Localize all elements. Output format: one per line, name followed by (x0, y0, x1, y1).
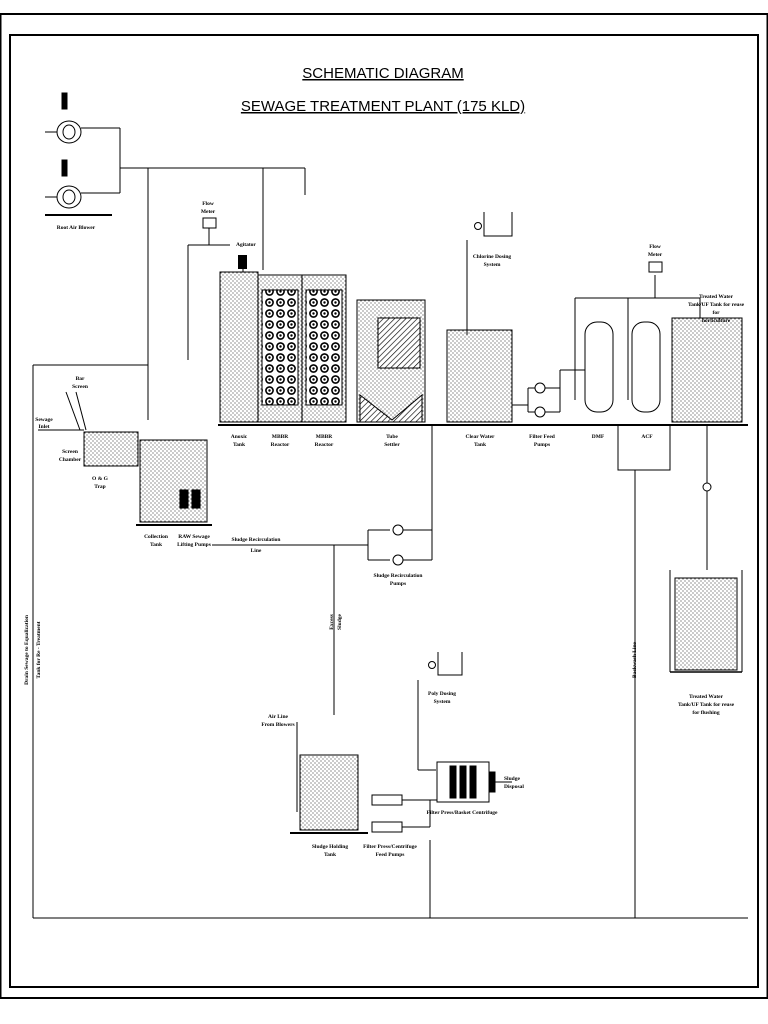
chlorine-label-b: System (484, 262, 501, 268)
blower-label: Root Air Blower (57, 225, 96, 231)
filter-feed-label-b: Pumps (534, 442, 550, 448)
sludge-recirc-line-label-b: Line (251, 548, 262, 554)
treated-tank-top-label-a: Treated Water (699, 294, 734, 300)
anoxic-label-b: Tank (233, 442, 246, 448)
drain-label-a: Drain Sewage to Equalization (24, 615, 30, 685)
clear-water-label-a: Clear Water (466, 434, 496, 440)
flow-meter-2-label-b: Meter (648, 252, 663, 258)
root-air-blowers (45, 92, 306, 216)
sludge-holding-label-b: Tank (324, 852, 337, 858)
sludge-recirc-pumps-label-a: Sludge Recirculation (374, 573, 423, 579)
dmf-acf-vessels (574, 275, 701, 413)
sludge-disposal-label-a: Sludge (504, 776, 520, 782)
filter-press-pumps-label-a: Filter Press/Centrifuge (363, 844, 417, 850)
air-line-label-a: Air Line (268, 714, 288, 720)
sludge-holding-label-a: Sludge Holding (312, 844, 348, 850)
backwash-piping (617, 425, 712, 918)
treated-tank-bottom (674, 577, 738, 671)
raw-pumps-label-a: RAW Sewage (178, 534, 210, 540)
treated-tank-bottom-label-b: Tank/UF Tank for reuse (678, 702, 735, 708)
flow-meter-1 (202, 217, 217, 229)
pretreatment-units (38, 391, 212, 526)
title-line-1: SCHEMATIC DIAGRAM (302, 65, 463, 82)
screen-chamber-label-b: Chamber (59, 457, 82, 463)
sewage-inlet-label-a: Sewage (35, 417, 53, 423)
sludge-disposal-label-b: Disposal (504, 784, 524, 790)
air-drop-lines (147, 168, 264, 420)
anoxic-label-a: Anoxic (231, 434, 248, 440)
raw-pumps-label-b: Lifting Pumps (177, 542, 211, 548)
backwash-label: Backwash Line (632, 641, 638, 677)
og-trap-label-a: O & G (92, 476, 109, 482)
collection-tank-label-a: Collection (144, 534, 168, 540)
mbbr2-label-b: Reactor (315, 442, 334, 448)
excess-sludge-label-a: Excess (329, 614, 335, 630)
bar-screen-label-a: Bar (76, 376, 85, 382)
treated-tank-top-label-b: Tank/UF Tank for reuse (688, 302, 745, 308)
mbbr1-label-b: Reactor (271, 442, 290, 448)
poly-dosing-label-b: System (434, 699, 451, 705)
sludge-recirc-pumps-label-b: Pumps (390, 581, 406, 587)
outer-frame (0, 13, 768, 999)
agitator-motor (238, 255, 247, 269)
chlorine-dosing-system (466, 212, 513, 335)
drain-return-line (32, 364, 748, 919)
acf-label: ACF (641, 434, 653, 440)
sludge-recirculation-piping (212, 425, 433, 715)
screen-chamber-label-a: Screen (62, 449, 78, 455)
drain-label-b: Tank for Re - Treatment (36, 621, 42, 678)
air-line-label-b: From Blowers (261, 722, 294, 728)
flow-meter-1-label-a: Flow (202, 201, 214, 207)
clear-water-label-b: Tank (474, 442, 487, 448)
flow-meter-2 (648, 261, 663, 273)
treated-tank-top-label-c: for (712, 310, 720, 316)
og-trap-label-b: Trap (94, 484, 106, 490)
filter-press-unit-label: Filter Press/Basket Centrifuge (427, 810, 499, 816)
poly-dosing-system (417, 652, 463, 771)
flow-meter-2-label-a: Flow (649, 244, 661, 250)
treated-tank-top-label-d: horticulture (702, 318, 731, 324)
filter-feed-pumps (512, 369, 585, 418)
filter-press-unit (371, 761, 512, 833)
treated-tank-bottom-label-c: for flushing (692, 710, 720, 716)
poly-dosing-label-a: Poly Dosing (428, 691, 456, 697)
mbbr2-label-a: MBBR (316, 434, 334, 440)
bar-screen-label-b: Screen (72, 384, 88, 390)
treated-tank-bottom-label-a: Treated Water (689, 694, 724, 700)
sewage-inlet-label-b: Inlet (39, 424, 50, 430)
chlorine-label-a: Chlorine Dosing (473, 254, 512, 260)
tube-settler-label-b: Settler (384, 442, 400, 448)
filter-press-pumps-label-b: Feed Pumps (376, 852, 405, 858)
inner-frame (9, 34, 759, 988)
mbbr1-label-a: MBBR (272, 434, 290, 440)
collection-tank-label-b: Tank (150, 542, 163, 548)
flow-meter-1-label-b: Meter (201, 209, 216, 215)
sludge-holding-tank (299, 754, 359, 831)
dmf-label: DMF (592, 434, 605, 440)
sludge-recirc-line-label-a: Sludge Recirculation (232, 537, 281, 543)
excess-sludge-label-b: Sludge (337, 613, 343, 629)
tube-settler-label-a: Tube (386, 434, 398, 440)
filter-feed-label-a: Filter Feed (529, 434, 555, 440)
title-line-2: SEWAGE TREATMENT PLANT (175 KLD) (241, 98, 525, 115)
agitator-label: Agitator (236, 242, 256, 248)
main-process-tanks (219, 271, 743, 423)
